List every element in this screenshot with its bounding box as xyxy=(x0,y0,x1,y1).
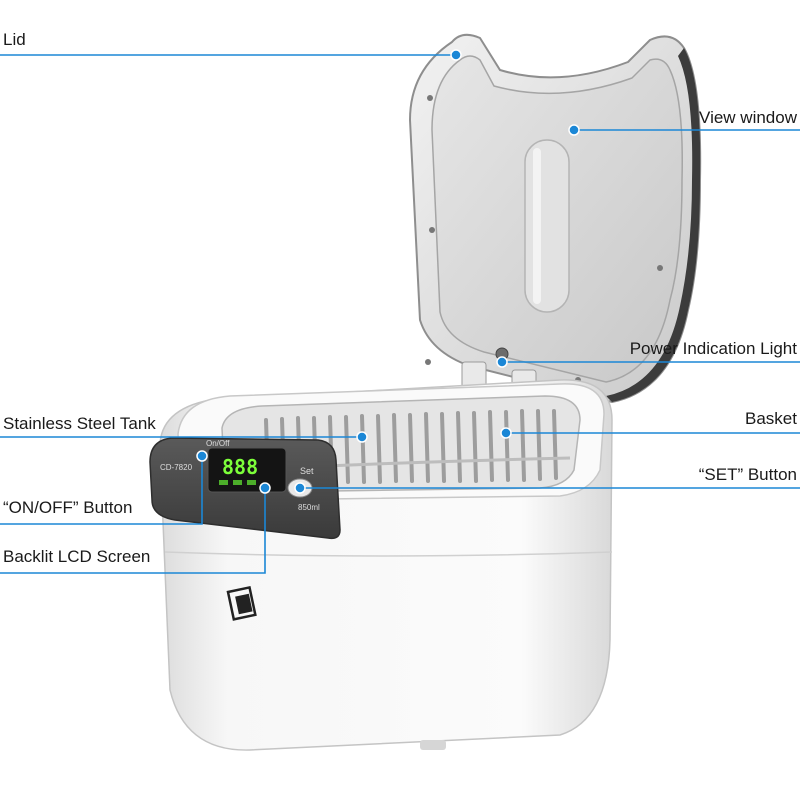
backlit-lcd-screen: 888 xyxy=(207,447,287,493)
capacity-label: 850ml xyxy=(298,503,320,512)
leader-basket xyxy=(500,427,800,439)
brand-mark-icon xyxy=(226,585,257,621)
control-panel: 888 CD-7820 On/Off Set 850ml xyxy=(149,437,341,540)
callout-stainless-steel-tank: Stainless Steel Tank xyxy=(3,414,156,433)
callout-power-indication-light: Power Indication Light xyxy=(629,339,797,358)
callout-lid: Lid xyxy=(3,30,26,49)
callout-set-button: “SET” Button xyxy=(698,465,797,484)
callout-view-window: View window xyxy=(699,108,797,127)
leader-view-window xyxy=(568,124,800,136)
view-slot xyxy=(524,139,570,313)
leader-power-light xyxy=(496,356,800,368)
callout-on-off-button: “ON/OFF” Button xyxy=(3,498,133,517)
lcd-digits: 888 xyxy=(222,455,258,479)
leader-lcd xyxy=(0,482,271,574)
callout-basket: Basket xyxy=(745,409,797,428)
leader-steel-tank xyxy=(0,431,368,443)
device-body: 888 CD-7820 On/Off Set 850ml xyxy=(149,379,613,751)
leader-on-off xyxy=(0,450,208,525)
callout-backlit-lcd-screen: Backlit LCD Screen xyxy=(3,547,151,566)
leader-lid xyxy=(0,49,462,61)
model-label: CD-7820 xyxy=(160,463,193,472)
set-label: Set xyxy=(300,466,314,476)
leader-lines xyxy=(0,49,800,574)
on-off-label: On/Off xyxy=(206,439,230,448)
leader-set-button xyxy=(294,482,800,494)
